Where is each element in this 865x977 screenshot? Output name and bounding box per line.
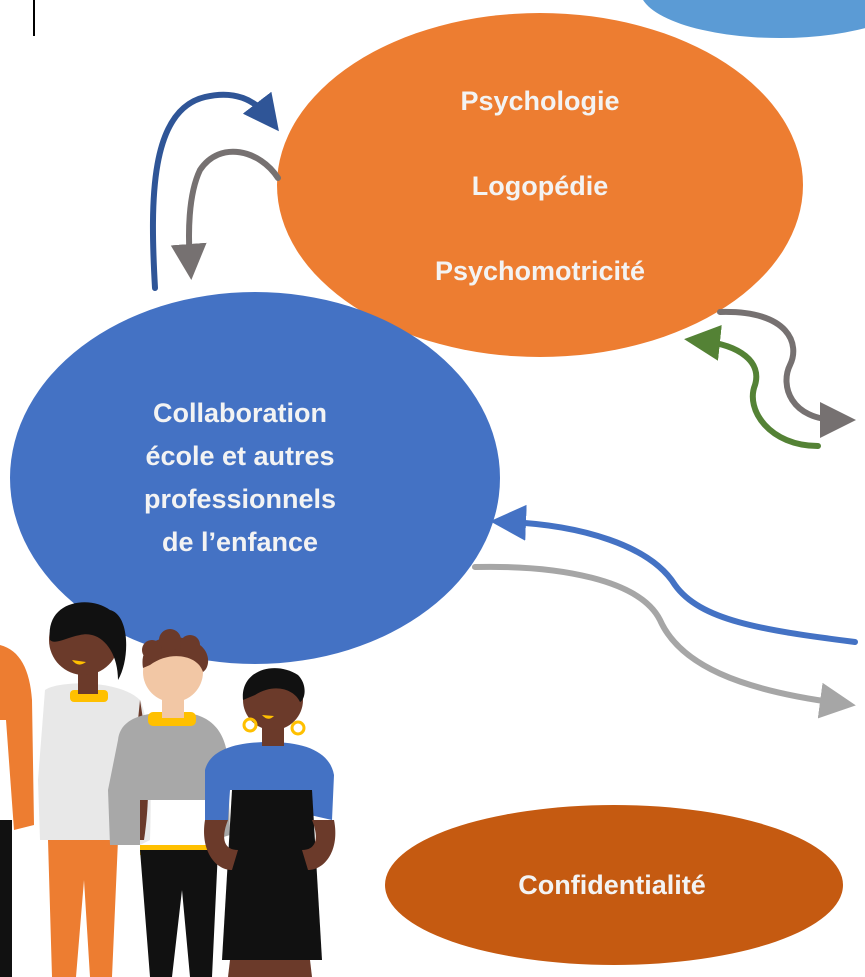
services-line-1: Psychologie bbox=[460, 86, 619, 116]
person-1 bbox=[0, 645, 34, 977]
collaboration-line-2: école et autres bbox=[145, 441, 334, 471]
person-3 bbox=[108, 629, 230, 977]
services-line-2: Logopédie bbox=[472, 171, 609, 201]
services-ellipse bbox=[277, 13, 803, 357]
services-node: Psychologie Logopédie Psychomotricité bbox=[277, 13, 803, 357]
collaboration-line-3: professionnels bbox=[144, 484, 336, 514]
arrow-services-to-collab bbox=[170, 148, 281, 280]
corner-ellipse bbox=[643, 0, 865, 38]
services-line-3: Psychomotricité bbox=[435, 256, 645, 286]
group-of-people-illustration bbox=[0, 602, 336, 977]
collaboration-line-4: de l’enfance bbox=[162, 527, 318, 557]
arrow-collab-to-services bbox=[149, 91, 279, 291]
confidentiality-label: Confidentialité bbox=[518, 870, 706, 900]
collaboration-node: Collaboration école et autres profession… bbox=[10, 292, 500, 664]
arrow-collab-to-right bbox=[472, 563, 856, 719]
person-4 bbox=[204, 668, 336, 977]
confidentiality-node: Confidentialité bbox=[385, 805, 843, 965]
confidentiality-ellipse bbox=[385, 805, 843, 965]
arrow-right-to-collab bbox=[490, 504, 858, 645]
arrow-right-to-services bbox=[684, 324, 821, 449]
collaboration-ellipse bbox=[10, 292, 500, 664]
collaboration-line-1: Collaboration bbox=[153, 398, 327, 428]
arrow-services-to-right bbox=[717, 308, 856, 438]
